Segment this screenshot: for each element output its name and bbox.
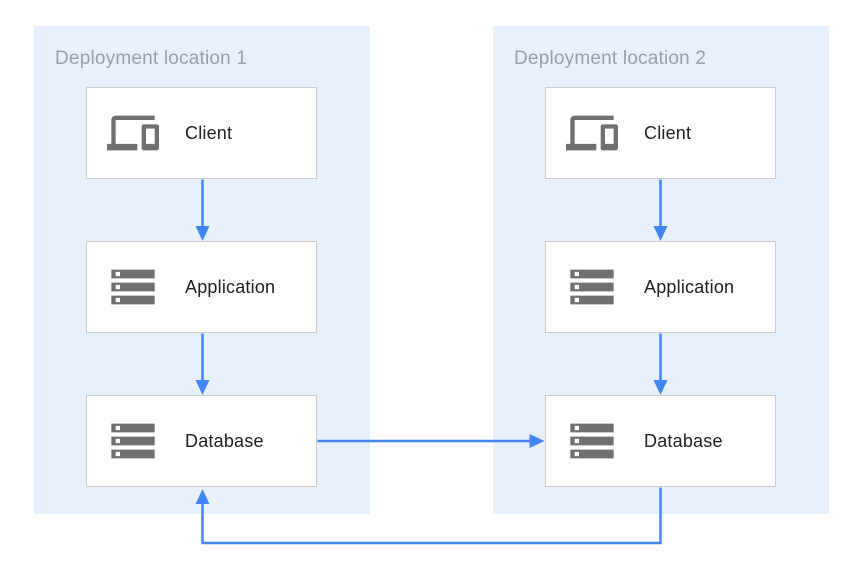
storage-icon xyxy=(566,415,618,467)
deployment-location-2-panel: Deployment location 2 Client Application… xyxy=(493,26,829,514)
node-label: Database xyxy=(644,430,723,451)
node-label: Client xyxy=(185,122,233,143)
node-label: Client xyxy=(644,122,692,143)
node-application-2: Application xyxy=(545,241,776,333)
devices-icon xyxy=(107,107,159,159)
storage-icon xyxy=(107,261,159,313)
panel-title-1: Deployment location 1 xyxy=(55,48,248,69)
node-label: Application xyxy=(644,276,735,297)
node-client-2: Client xyxy=(545,87,776,179)
node-application-1: Application xyxy=(86,241,317,333)
panel-title-2: Deployment location 2 xyxy=(514,48,707,69)
node-label: Application xyxy=(185,276,276,297)
deployment-location-1-panel: Deployment location 1 Client Application… xyxy=(34,26,370,514)
node-label: Database xyxy=(185,430,264,451)
node-database-1: Database xyxy=(86,395,317,487)
devices-icon xyxy=(566,107,618,159)
storage-icon xyxy=(107,415,159,467)
node-database-2: Database xyxy=(545,395,776,487)
storage-icon xyxy=(566,261,618,313)
node-client-1: Client xyxy=(86,87,317,179)
